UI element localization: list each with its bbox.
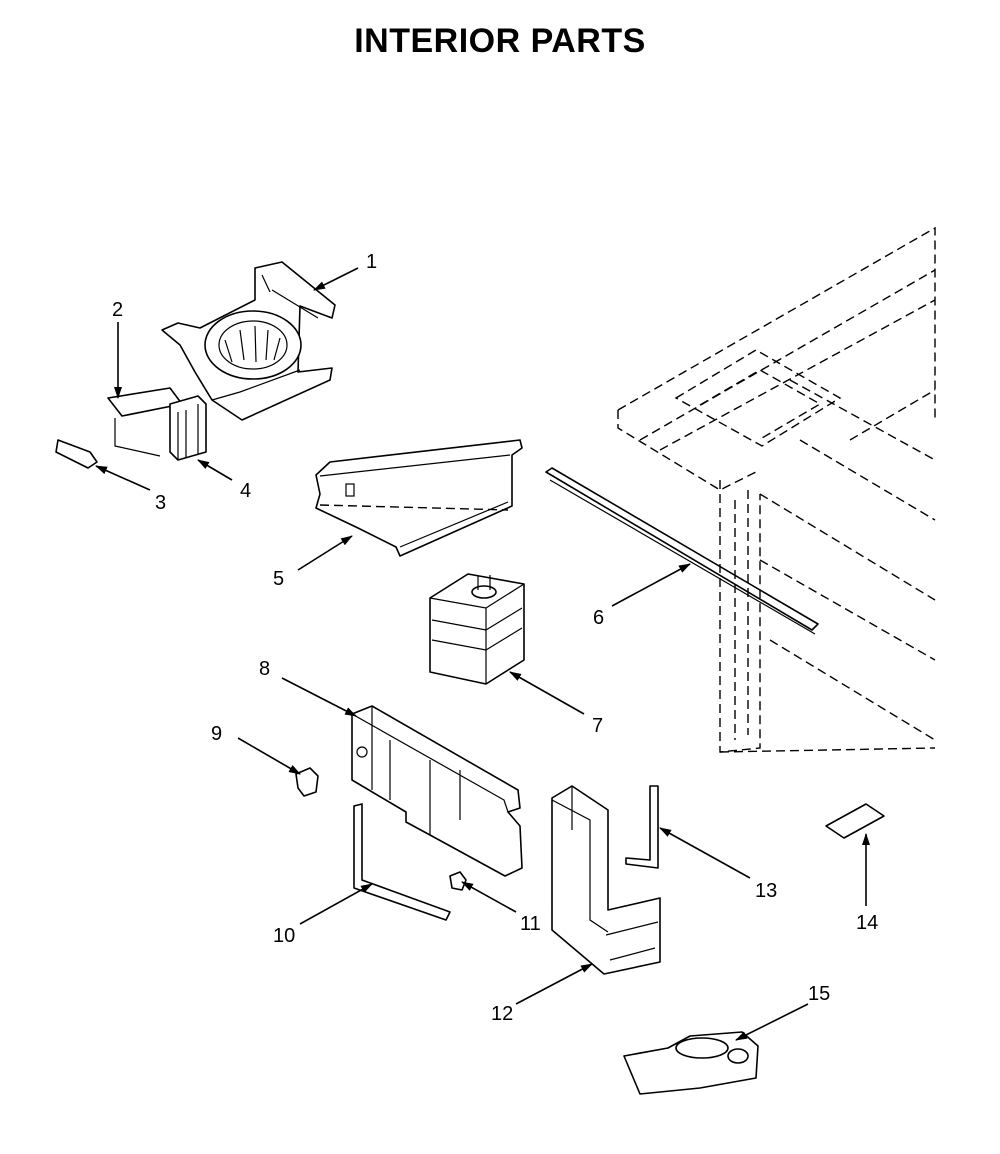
part-3-pin	[55, 439, 98, 469]
callout-12: 12	[491, 1003, 513, 1025]
part-14-pad	[825, 803, 885, 839]
callout-5: 5	[273, 568, 284, 590]
part-10-rod	[353, 803, 451, 921]
callout-2: 2	[112, 299, 123, 321]
part-5-plate	[315, 439, 523, 557]
part-8-housing	[351, 705, 523, 877]
leader-lines	[95, 267, 870, 1041]
callout-6: 6	[593, 607, 604, 629]
callout-4: 4	[240, 480, 251, 502]
diagram-title: INTERIOR PARTS	[354, 22, 646, 60]
callout-7: 7	[592, 715, 603, 737]
part-4-block	[169, 395, 207, 461]
callout-3: 3	[155, 492, 166, 514]
callout-9: 9	[211, 723, 222, 745]
callout-11: 11	[520, 913, 541, 935]
part-6-rod	[545, 467, 819, 635]
callout-15: 15	[808, 983, 830, 1005]
callout-13: 13	[755, 880, 777, 902]
part-9-clip	[295, 767, 319, 797]
callout-8: 8	[259, 658, 270, 680]
part-11-clip	[449, 871, 467, 891]
cabinet-frame	[617, 226, 936, 753]
part-13-rod	[625, 785, 659, 869]
callout-10: 10	[273, 925, 295, 947]
callout-14: 14	[856, 912, 878, 934]
part-15-stirrer-motor	[623, 1031, 759, 1095]
part-12-duct	[551, 785, 661, 975]
part-7-magnetron	[429, 573, 525, 685]
callout-1: 1	[366, 251, 377, 273]
part-1-blower-motor	[161, 261, 336, 421]
callout-labels: 1 2 3 4 5 6 7 8 9 10 11 12 13 14 15	[112, 251, 878, 1025]
